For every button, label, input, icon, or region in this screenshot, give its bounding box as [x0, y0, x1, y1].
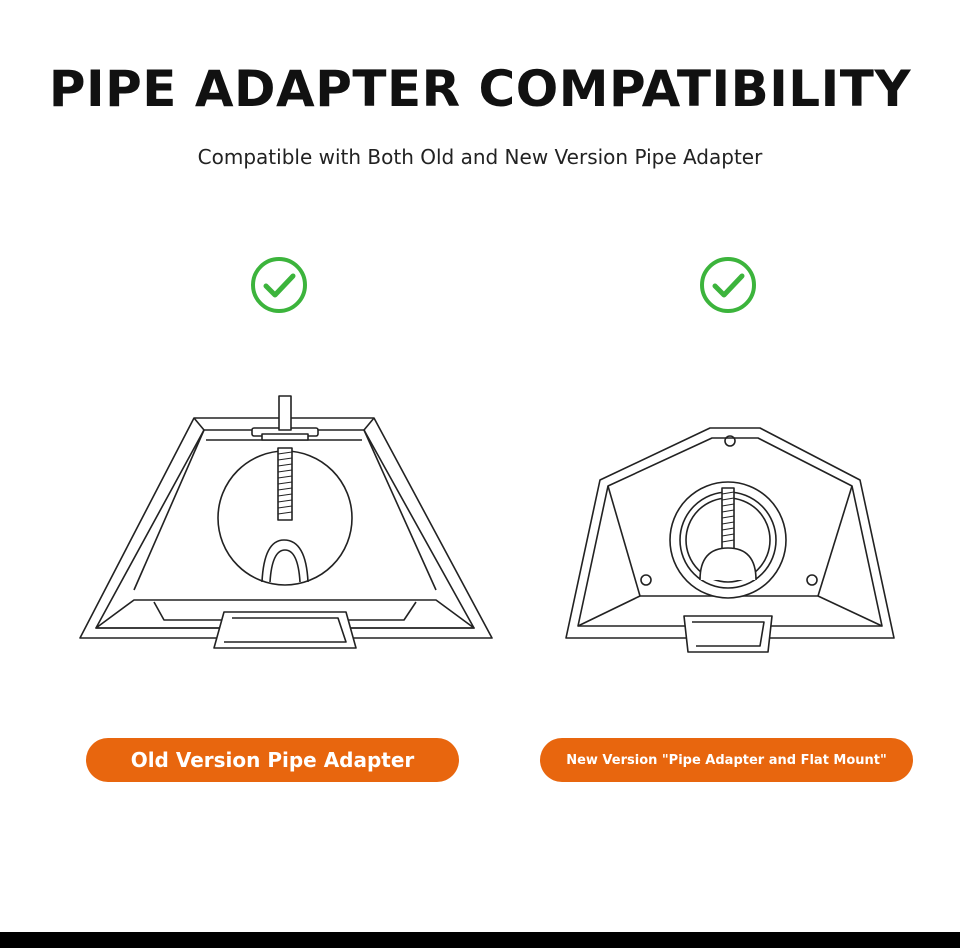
old-version-label: Old Version Pipe Adapter	[86, 738, 459, 782]
check-circle-icon	[700, 257, 756, 313]
page-title: PIPE ADAPTER COMPATIBILITY	[48, 60, 912, 118]
old-pipe-adapter-image	[79, 395, 493, 649]
bottom-bar	[0, 932, 960, 948]
check-circle-icon	[251, 257, 307, 313]
new-pipe-adapter-image	[565, 427, 895, 653]
page-subtitle: Compatible with Both Old and New Version…	[197, 145, 763, 169]
new-version-label: New Version "Pipe Adapter and Flat Mount…	[540, 738, 913, 782]
